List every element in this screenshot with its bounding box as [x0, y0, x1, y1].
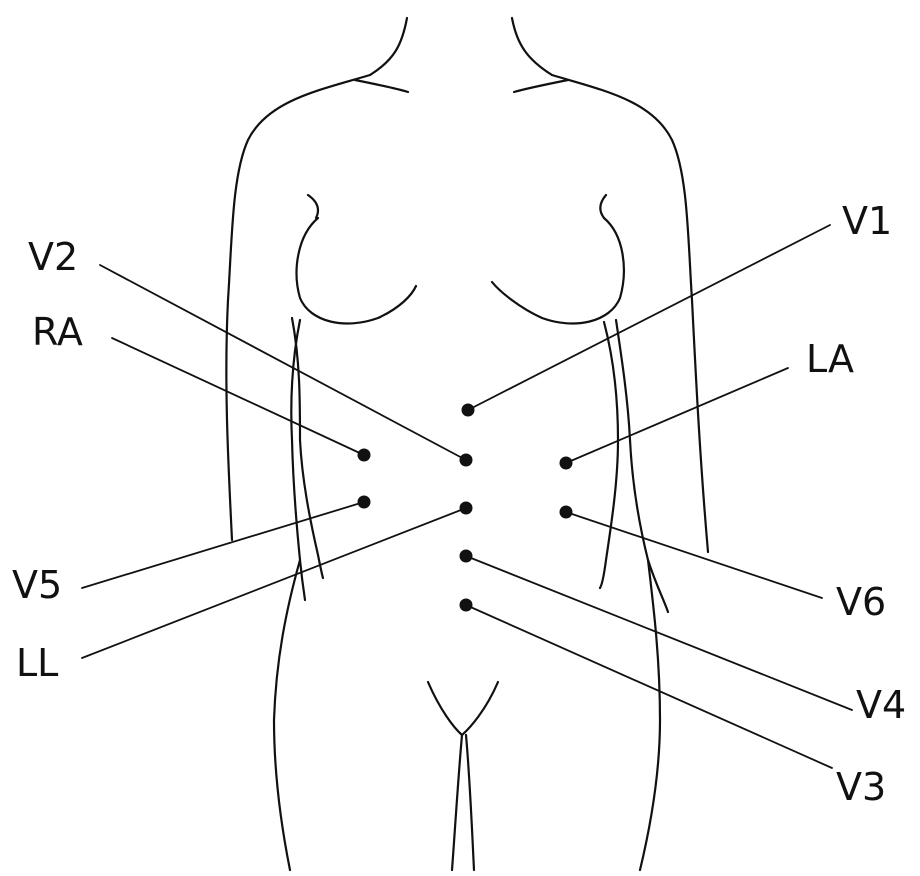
ll-leader [82, 508, 466, 658]
electrode-v2 [460, 454, 473, 467]
label-v3: V3 [836, 765, 886, 809]
right-inner-thigh [466, 735, 474, 870]
right-forearm-line [616, 320, 668, 612]
electrode-v4 [460, 550, 473, 563]
leader-lines [82, 225, 852, 768]
right-breast [492, 218, 624, 324]
electrode-v5 [358, 496, 371, 509]
label-v5: V5 [12, 563, 62, 607]
groin-line [428, 682, 498, 735]
v6-leader [566, 512, 822, 598]
left-inner-thigh [452, 735, 462, 870]
electrode-v6 [560, 506, 573, 519]
neck-left-line [370, 18, 407, 75]
electrode-la [560, 457, 573, 470]
label-v1: V1 [842, 199, 892, 243]
electrode-v1 [462, 404, 475, 417]
la-leader [566, 368, 788, 463]
v1-leader [468, 225, 830, 410]
label-ra: RA [32, 310, 83, 354]
electrode-v3 [460, 599, 473, 612]
right-waist-hip [640, 560, 660, 870]
left-arm-outer [226, 75, 370, 540]
neck-right-line [512, 18, 552, 75]
label-v4: V4 [856, 683, 906, 727]
label-v6: V6 [836, 580, 886, 624]
clavicle-left [355, 80, 408, 92]
clavicle-right [514, 80, 568, 92]
electrode-ra [358, 449, 371, 462]
left-breast [297, 218, 416, 324]
label-la: LA [806, 337, 854, 381]
torso-outline [226, 18, 708, 870]
left-waist-hip [274, 560, 300, 870]
label-v2: V2 [28, 235, 78, 279]
electrode-ll [460, 502, 473, 515]
left-forearm-line [292, 318, 323, 578]
electrodes [358, 404, 573, 612]
label-ll: LL [16, 641, 58, 685]
right-arm-outer [552, 75, 708, 552]
ra-leader [112, 338, 364, 455]
